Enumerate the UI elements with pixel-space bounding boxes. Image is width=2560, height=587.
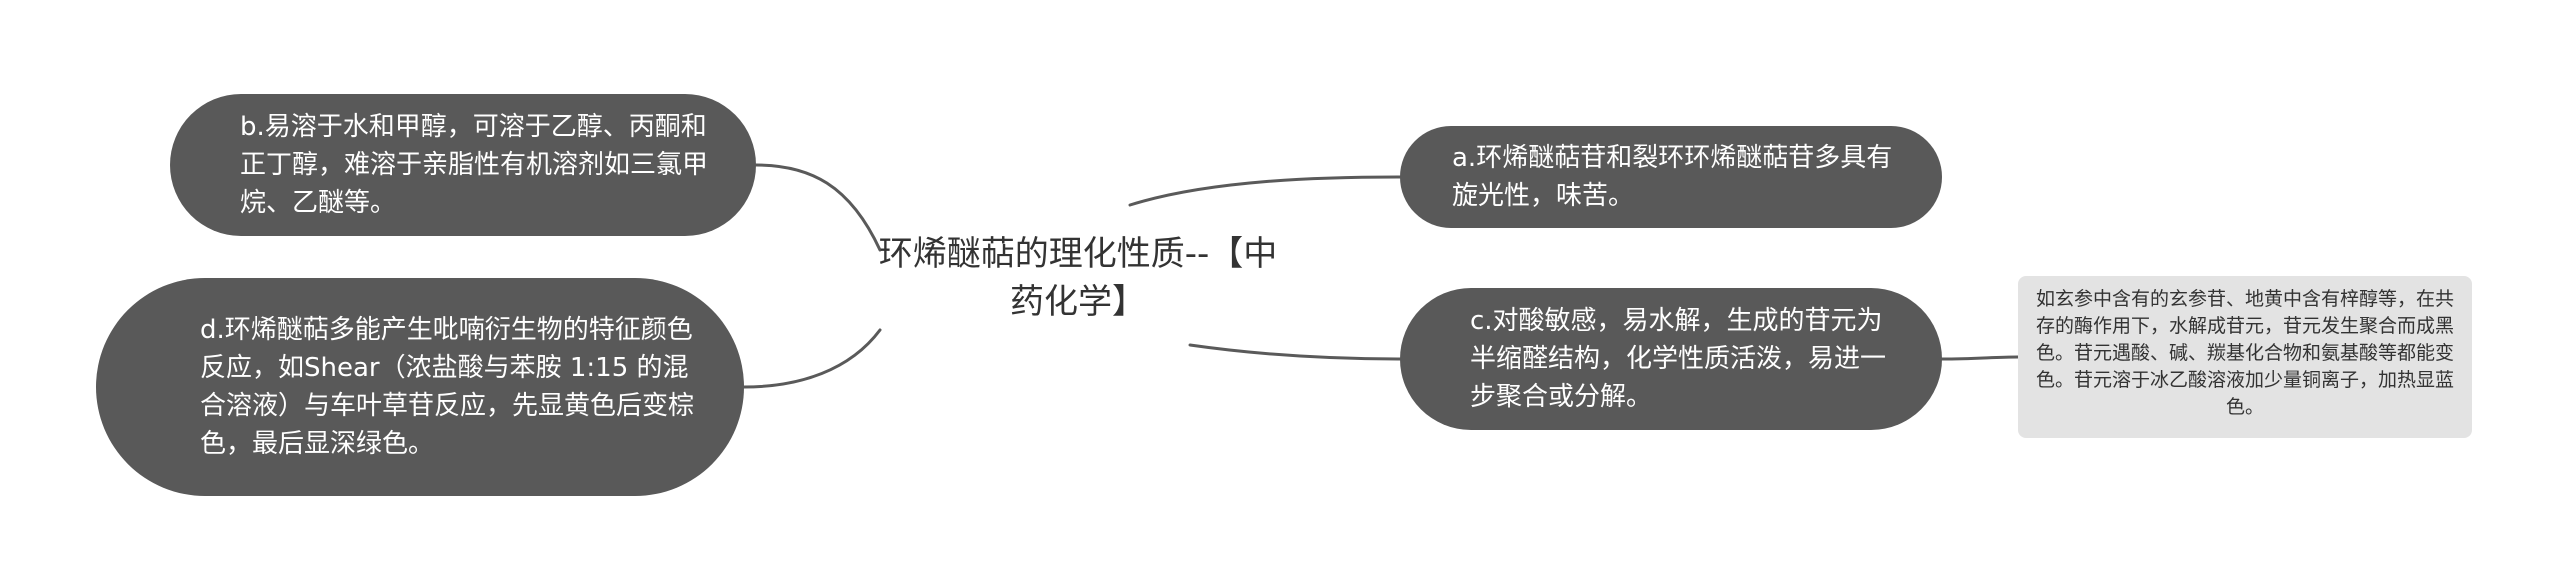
connector-root-to-d: [742, 328, 882, 389]
branch-node-a[interactable]: a.环烯醚萜苷和裂环环烯醚萜苷多具有旋光性，味苦。: [1400, 126, 1942, 228]
central-topic-label: 环烯醚萜的理化性质--【中药化学】: [878, 234, 1278, 322]
connector-root-to-b: [754, 163, 882, 252]
connector-c-to-note: [1940, 355, 2020, 361]
branch-node-b-label: b.易溶于水和甲醇，可溶于乙醇、丙酮和正丁醇，难溶于亲脂性有机溶剂如三氯甲烷、乙…: [240, 112, 709, 218]
subtopic-note-c-label: 如玄参中含有的玄参苷、地黄中含有梓醇等，在共存的酶作用下，水解成苷元，苷元发生聚…: [2035, 288, 2454, 418]
central-topic[interactable]: 环烯醚萜的理化性质--【中药化学】: [868, 230, 1288, 326]
branch-node-c-label: c.对酸敏感，易水解，生成的苷元为半缩醛结构，化学性质活泼，易进一步聚合或分解。: [1470, 306, 1887, 412]
branch-node-d-label: d.环烯醚萜多能产生吡喃衍生物的特征颜色反应，如Shear（浓盐酸与苯胺 1:1…: [200, 315, 695, 459]
branch-node-d[interactable]: d.环烯醚萜多能产生吡喃衍生物的特征颜色反应，如Shear（浓盐酸与苯胺 1:1…: [96, 278, 744, 496]
branch-node-a-label: a.环烯醚萜苷和裂环环烯醚萜苷多具有旋光性，味苦。: [1452, 143, 1893, 211]
connector-root-to-c: [1188, 343, 1402, 361]
branch-node-b[interactable]: b.易溶于水和甲醇，可溶于乙醇、丙酮和正丁醇，难溶于亲脂性有机溶剂如三氯甲烷、乙…: [170, 94, 756, 236]
subtopic-note-c[interactable]: 如玄参中含有的玄参苷、地黄中含有梓醇等，在共存的酶作用下，水解成苷元，苷元发生聚…: [2018, 276, 2472, 438]
connector-root-to-a: [1128, 175, 1402, 207]
branch-node-c[interactable]: c.对酸敏感，易水解，生成的苷元为半缩醛结构，化学性质活泼，易进一步聚合或分解。: [1400, 288, 1942, 430]
